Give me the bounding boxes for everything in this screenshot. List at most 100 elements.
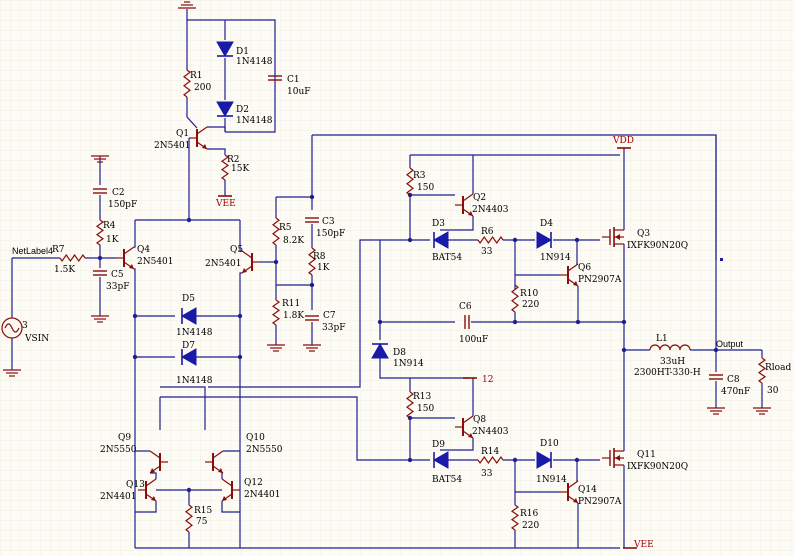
ref-d5: D5 bbox=[182, 294, 195, 304]
ref-q8: Q8 bbox=[473, 415, 486, 425]
diode-d5 bbox=[180, 307, 197, 325]
resistor-r16 bbox=[510, 504, 520, 531]
value-r8: 1K bbox=[317, 263, 330, 273]
value-d5: 1N4148 bbox=[176, 328, 213, 338]
ground-symbol bbox=[91, 315, 109, 323]
resistor-r1 bbox=[183, 69, 191, 98]
junction-dot bbox=[237, 354, 243, 360]
ref-d8: D8 bbox=[393, 348, 406, 358]
diode-d1 bbox=[216, 41, 234, 58]
diode-triangle bbox=[432, 451, 449, 469]
ref-d4: D4 bbox=[540, 219, 553, 229]
transistor-arrow bbox=[573, 281, 578, 286]
net-label-n12: 12 bbox=[482, 375, 493, 385]
value-d3: BAT54 bbox=[432, 253, 462, 263]
wire bbox=[208, 239, 410, 388]
value-d10: 1N914 bbox=[536, 475, 567, 485]
resistor-r7 bbox=[59, 253, 86, 263]
ref-r16: R16 bbox=[520, 509, 539, 519]
ref-d1: D1 bbox=[236, 47, 249, 57]
value-c3: 150pF bbox=[316, 229, 345, 239]
junction-dot bbox=[186, 217, 192, 223]
resistor-body bbox=[511, 284, 519, 313]
ground-symbol bbox=[267, 344, 285, 352]
ref-r1: R1 bbox=[190, 71, 203, 81]
resistor-body bbox=[183, 69, 191, 98]
junction-dot bbox=[309, 282, 315, 288]
diode-d10 bbox=[536, 451, 553, 469]
ref-q11: Q11 bbox=[637, 450, 656, 460]
transistor-arrow bbox=[468, 211, 473, 216]
value-c6: 100uF bbox=[459, 335, 488, 345]
wire bbox=[440, 438, 474, 451]
diode-d2 bbox=[216, 101, 234, 118]
resistor-r14 bbox=[477, 455, 504, 465]
wire bbox=[221, 501, 240, 513]
wire bbox=[239, 220, 242, 252]
ref-q13: Q13 bbox=[126, 480, 145, 490]
value-c8: 470nF bbox=[721, 387, 750, 397]
value-q1: 2N5401 bbox=[154, 141, 191, 151]
ref-c6: C6 bbox=[459, 302, 472, 312]
diode-triangle bbox=[371, 342, 389, 359]
value-c5: 33pF bbox=[106, 282, 129, 292]
diode-triangle bbox=[180, 307, 197, 325]
transistor-arrow bbox=[150, 468, 155, 473]
resistor-body bbox=[272, 217, 280, 246]
value-r11: 1.8K bbox=[283, 311, 304, 321]
ref-r15: R15 bbox=[194, 506, 213, 516]
resistor-r10 bbox=[511, 284, 519, 313]
wire bbox=[186, 9, 276, 133]
voltage-source-sine bbox=[4, 323, 20, 333]
ref-r7: R7 bbox=[52, 245, 65, 255]
transistor-collector bbox=[462, 193, 474, 202]
transistor-arrow bbox=[242, 268, 247, 273]
resistor-body bbox=[510, 504, 520, 531]
ref-d9: D9 bbox=[432, 440, 445, 450]
value-q9: 2N5550 bbox=[100, 445, 137, 455]
wire bbox=[239, 272, 242, 548]
value-v3: VSIN bbox=[24, 334, 49, 344]
resistor-body bbox=[95, 219, 105, 246]
value-r15: 75 bbox=[196, 517, 208, 527]
value-r7: 1.5K bbox=[54, 265, 75, 275]
capacitor-c3 bbox=[305, 217, 319, 223]
value-r10: 220 bbox=[522, 300, 539, 310]
value-r4: 1K bbox=[106, 235, 119, 245]
ref-r10: R10 bbox=[520, 289, 539, 299]
value-l1: 33uH bbox=[660, 357, 685, 367]
value-c2: 150pF bbox=[108, 200, 137, 210]
value-r5: 8.2K bbox=[283, 236, 304, 246]
ref-q10: Q10 bbox=[246, 433, 265, 443]
capacitor-c6 bbox=[464, 315, 470, 329]
resistor-body bbox=[477, 455, 504, 465]
resistor-body bbox=[308, 247, 316, 276]
value-r14: 33 bbox=[481, 469, 493, 479]
resistor-r15 bbox=[185, 504, 193, 533]
transistor-q14 bbox=[560, 480, 579, 504]
diode-triangle bbox=[180, 348, 197, 366]
transistor-q8 bbox=[455, 415, 474, 439]
value-q2: 2N4403 bbox=[472, 205, 509, 215]
ground-symbol bbox=[303, 344, 321, 352]
transistor-q2 bbox=[455, 193, 474, 217]
wire bbox=[440, 216, 474, 231]
value-r16: 220 bbox=[522, 521, 539, 531]
transistor-arrow bbox=[151, 496, 156, 501]
transistor-q10 bbox=[205, 450, 224, 474]
transistor-q12 bbox=[221, 478, 240, 502]
wires bbox=[11, 9, 763, 549]
transistor-arrow bbox=[218, 468, 223, 473]
resistor-body bbox=[185, 504, 193, 533]
value-r2: 15K bbox=[231, 164, 249, 174]
value-q5: 2N5401 bbox=[205, 259, 242, 269]
ref-q12: Q12 bbox=[244, 478, 263, 488]
capacitor-c7 bbox=[305, 315, 319, 321]
ground-symbol bbox=[753, 407, 771, 415]
value-r3: 150 bbox=[417, 183, 434, 193]
wire bbox=[379, 358, 470, 379]
value-r6: 33 bbox=[481, 247, 493, 257]
resistor-r13 bbox=[405, 391, 415, 419]
value-q10: 2N5550 bbox=[246, 445, 283, 455]
